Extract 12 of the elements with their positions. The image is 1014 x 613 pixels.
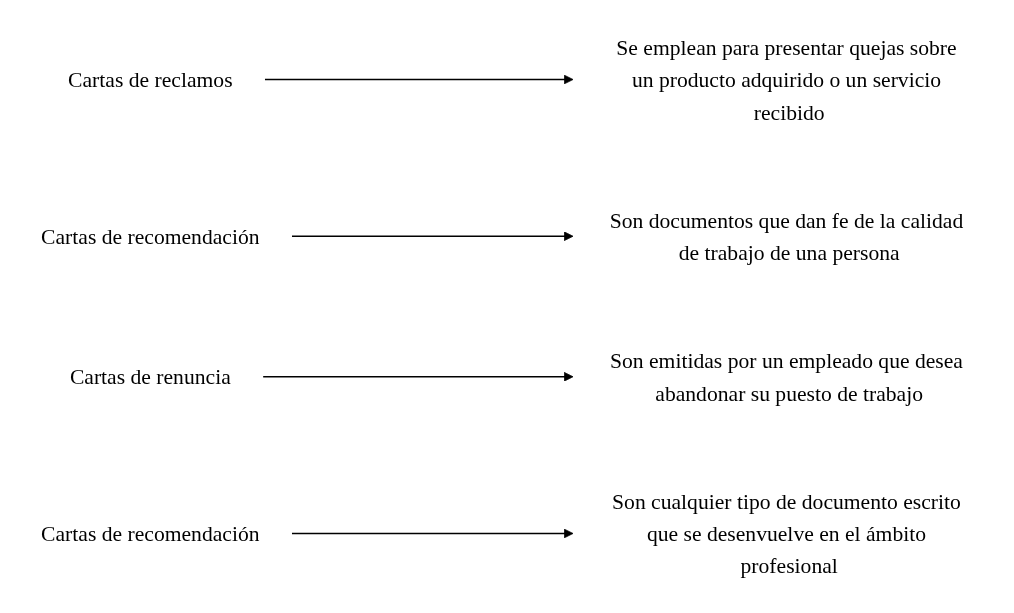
node-text: Cartas de recomendación bbox=[41, 224, 260, 249]
node-text: Cartas de reclamos bbox=[68, 67, 233, 92]
node-text: Cartas de renuncia bbox=[69, 364, 231, 389]
node-text: Son documentos que dan fe de la calidad de trabajo de una persona bbox=[609, 208, 964, 265]
node-text: Se emplean para presentar quejas sobre un producto adquirido o un servicio recibido bbox=[616, 35, 957, 124]
arrow bbox=[264, 74, 574, 85]
arrow bbox=[291, 528, 574, 539]
node-text: Son emitidas por un empleado que desea abandonar su puesto de trabajo bbox=[609, 348, 963, 405]
node-text: Cartas de recomendación bbox=[41, 521, 260, 546]
arrow bbox=[262, 372, 574, 382]
arrow bbox=[291, 231, 574, 241]
node-text: Son cualquier tipo de documento escrito que se desenvuelve en el ámbito profesional bbox=[612, 489, 961, 578]
